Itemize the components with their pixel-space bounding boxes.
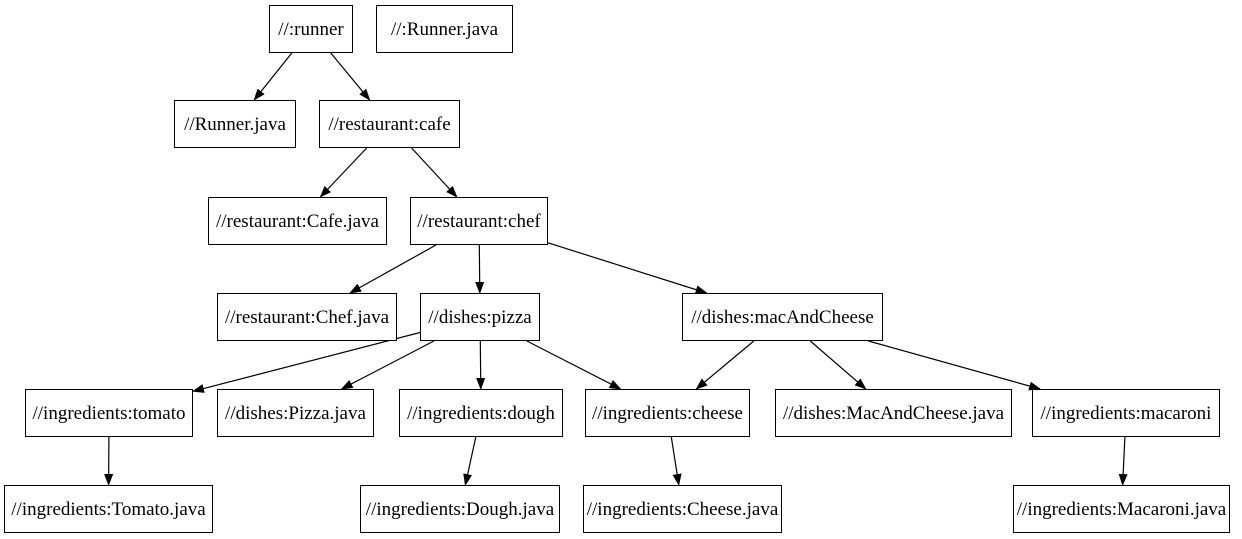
graph-node-cafe: //restaurant:cafe xyxy=(319,100,460,148)
graph-node-chef: //restaurant:chef xyxy=(410,197,548,245)
graph-node-cafe-java: //restaurant:Cafe.java xyxy=(208,197,387,245)
graph-node-chef-java: //restaurant:Chef.java xyxy=(217,293,397,341)
graph-node-label: //ingredients:dough xyxy=(407,402,555,424)
graph-node-label: //ingredients:Dough.java xyxy=(365,498,555,520)
graph-edge-cafe-to-chef xyxy=(411,147,458,198)
graph-edge-runner-to-root-runner-java xyxy=(253,52,293,101)
graph-edge-cheese-to-cheese-java xyxy=(670,436,682,486)
graph-edge-group xyxy=(104,52,1128,486)
graph-edge-runner-to-cafe xyxy=(330,52,371,101)
graph-node-tomato-java: //ingredients:Tomato.java xyxy=(4,485,213,533)
graph-edge-pizza-to-pizza-java xyxy=(340,340,435,390)
graph-node-label: //ingredients:macaroni xyxy=(1040,402,1212,424)
graph-node-label: //restaurant:cafe xyxy=(328,113,451,135)
graph-node-label: //dishes:Pizza.java xyxy=(225,402,366,424)
graph-node-pizza-java: //dishes:Pizza.java xyxy=(217,389,374,437)
graph-edge-pizza-to-cheese xyxy=(526,340,622,390)
graph-node-dough: //ingredients:dough xyxy=(399,389,563,437)
graph-node-label: //dishes:macAndCheese xyxy=(691,306,874,328)
graph-node-label: //restaurant:Cafe.java xyxy=(215,210,379,232)
graph-edge-macaroni-to-macaroni-java xyxy=(1118,436,1128,486)
graph-node-root-runner-java: //Runner.java xyxy=(174,100,296,148)
graph-edge-chef-to-pizza xyxy=(475,244,485,294)
graph-node-pkg-runner-java: //:Runner.java xyxy=(376,5,513,53)
graph-node-label: //dishes:pizza xyxy=(428,306,532,328)
graph-node-mac-and-cheese-java: //dishes:MacAndCheese.java xyxy=(775,389,1012,437)
graph-node-label: //ingredients:cheese xyxy=(592,402,743,424)
graph-node-label: //ingredients:Macaroni.java xyxy=(1016,498,1227,520)
graph-edge-pizza-to-tomato xyxy=(192,331,421,393)
graph-edge-mac-and-cheese-to-mac-and-cheese-java xyxy=(809,340,867,390)
graph-edge-mac-and-cheese-to-cheese xyxy=(695,340,755,390)
graph-node-mac-and-cheese: //dishes:macAndCheese xyxy=(682,293,883,341)
graph-node-cheese: //ingredients:cheese xyxy=(585,389,750,437)
graph-node-tomato: //ingredients:tomato xyxy=(25,389,193,437)
graph-node-label: //ingredients:tomato xyxy=(32,402,186,424)
graph-node-runner: //:runner xyxy=(269,5,353,53)
graph-node-label: //ingredients:Cheese.java xyxy=(586,498,779,520)
graph-edge-chef-to-chef-java xyxy=(349,244,437,294)
graph-node-label: //dishes:MacAndCheese.java xyxy=(782,402,1005,424)
graph-node-cheese-java: //ingredients:Cheese.java xyxy=(583,485,782,533)
graph-node-label: //restaurant:chef xyxy=(417,210,541,232)
graph-node-macaroni-java: //ingredients:Macaroni.java xyxy=(1013,485,1230,533)
graph-edge-cafe-to-cafe-java xyxy=(319,147,368,198)
graph-edge-pizza-to-dough xyxy=(476,340,486,390)
graph-edge-chef-to-mac-and-cheese xyxy=(547,242,708,294)
graph-node-label: //ingredients:Tomato.java xyxy=(11,498,206,520)
graph-node-label: //:Runner.java xyxy=(390,18,499,40)
graph-node-dough-java: //ingredients:Dough.java xyxy=(360,485,560,533)
graph-node-macaroni: //ingredients:macaroni xyxy=(1032,389,1220,437)
graph-node-label: //restaurant:Chef.java xyxy=(224,306,390,328)
graph-edge-mac-and-cheese-to-macaroni xyxy=(868,340,1042,391)
graph-edge-dough-to-dough-java xyxy=(463,436,477,486)
graph-node-pizza: //dishes:pizza xyxy=(420,293,540,341)
graph-node-label: //Runner.java xyxy=(184,113,286,135)
graph-node-label: //:runner xyxy=(278,18,344,40)
